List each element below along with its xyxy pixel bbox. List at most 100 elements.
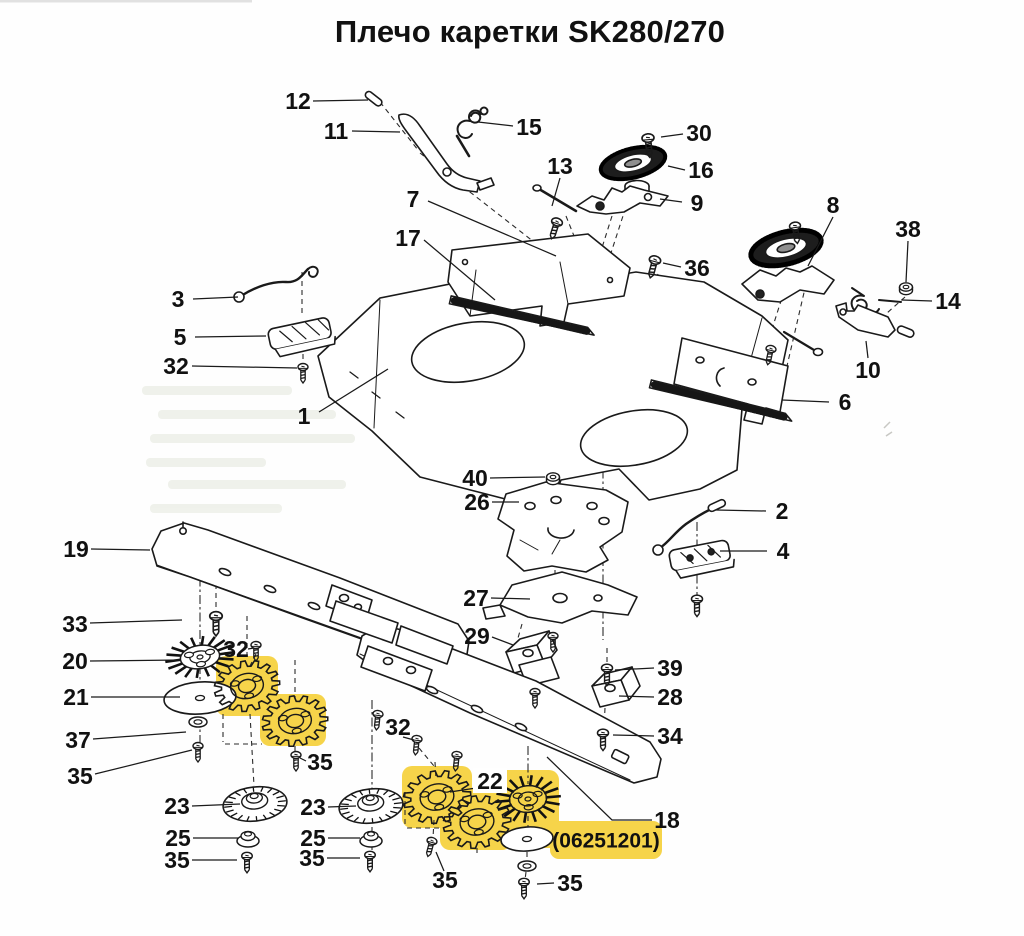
callout-leader — [351, 130, 401, 133]
part-screw — [549, 217, 564, 240]
part-screw — [596, 728, 610, 752]
callout-25: 25 — [165, 825, 191, 851]
callout-leader — [318, 368, 389, 413]
highlight-region — [260, 694, 326, 746]
callout-leader — [551, 177, 561, 207]
callout-leader — [491, 636, 514, 646]
part-screw — [250, 640, 262, 663]
callout-39: 39 — [657, 655, 683, 681]
part-screw — [788, 221, 802, 245]
part-screw — [600, 663, 614, 687]
part-screw — [411, 734, 423, 757]
callout-15: 15 — [516, 114, 542, 140]
part-screw — [208, 610, 224, 638]
callout-leader — [435, 851, 445, 872]
part-screw — [547, 631, 559, 654]
callout-leader — [612, 734, 655, 737]
part-6-bracket — [673, 337, 789, 425]
callout-23: 23 — [164, 793, 190, 819]
part-4-block — [668, 539, 735, 579]
callout-leader — [536, 882, 555, 885]
callout-18: 18 — [654, 807, 680, 833]
callout-37: 37 — [65, 727, 91, 753]
callout-3: 3 — [172, 286, 185, 312]
code-label-highlight — [550, 821, 662, 859]
part-screw — [364, 850, 376, 873]
callout-22: 22 — [477, 768, 503, 794]
callout-leader — [312, 99, 369, 102]
callout-4: 4 — [777, 538, 790, 564]
callout-27: 27 — [463, 585, 489, 611]
callout-leader — [905, 240, 909, 283]
callout-20: 20 — [62, 648, 88, 674]
callout-leader — [191, 365, 298, 369]
callout-2: 2 — [776, 498, 789, 524]
part-screw — [192, 741, 204, 764]
callout-leader — [659, 198, 683, 203]
callout-13: 13 — [547, 153, 573, 179]
part-25-cap — [236, 830, 260, 848]
part-screw — [647, 255, 662, 279]
callout-leader — [423, 239, 496, 301]
part-26-plate — [497, 481, 629, 573]
part-screw — [297, 362, 309, 385]
part-screw — [372, 709, 384, 732]
arm-junction-tabs — [329, 600, 454, 665]
callout-35: 35 — [67, 763, 93, 789]
part-screw — [451, 750, 463, 773]
part-17-brush-strip — [448, 295, 595, 336]
part-disc — [500, 826, 554, 852]
part-15-spring — [455, 106, 489, 158]
callout-40: 40 — [462, 465, 488, 491]
part-screw — [425, 836, 438, 858]
part-18-right-arm — [356, 624, 662, 784]
part-screw — [529, 687, 541, 710]
callout-23: 23 — [300, 794, 326, 820]
callout-leader — [781, 399, 830, 403]
part-gear — [402, 769, 472, 825]
part-25-cap — [359, 830, 383, 848]
callout-17: 17 — [395, 225, 421, 251]
part-gear — [261, 695, 329, 748]
callout-30: 30 — [686, 120, 712, 146]
callout-leader — [191, 803, 241, 807]
part-nut — [545, 472, 561, 486]
part-screw — [765, 344, 777, 366]
callout-32: 32 — [223, 636, 249, 662]
part-screw — [641, 132, 655, 159]
part-6-brush-strip — [648, 379, 793, 422]
callout-leader — [90, 548, 151, 551]
callout-5: 5 — [174, 324, 187, 350]
callout-35: 35 — [164, 847, 190, 873]
callout-36: 36 — [684, 255, 710, 281]
callout-leader — [618, 695, 655, 698]
callout-leader — [94, 749, 193, 775]
callout-14: 14 — [935, 288, 961, 314]
part-screw — [241, 851, 253, 874]
callout-leader — [614, 667, 655, 671]
callout-leader — [449, 787, 477, 793]
callout-leader — [477, 121, 514, 127]
part-gear — [442, 794, 512, 850]
part-11-lever — [398, 113, 495, 193]
callout-leader — [660, 133, 684, 138]
callout-1: 1 — [298, 403, 311, 429]
part-washer — [188, 716, 208, 728]
callout-35: 35 — [432, 867, 458, 893]
part-23-wheel — [338, 787, 404, 825]
highlighted-part-code: (06251201) — [552, 830, 659, 853]
part-2-wire — [652, 498, 727, 556]
part-gear — [213, 659, 281, 713]
print-bleedthrough — [0, 0, 893, 513]
part-23-wheel — [222, 785, 288, 823]
part-12-pin — [364, 90, 383, 107]
callout-leader — [247, 647, 255, 650]
callout-leader — [865, 340, 869, 359]
callout-leader — [901, 299, 933, 302]
callout-leader — [427, 200, 557, 257]
callout-21: 21 — [63, 684, 89, 710]
part-9-bracket — [576, 185, 669, 215]
